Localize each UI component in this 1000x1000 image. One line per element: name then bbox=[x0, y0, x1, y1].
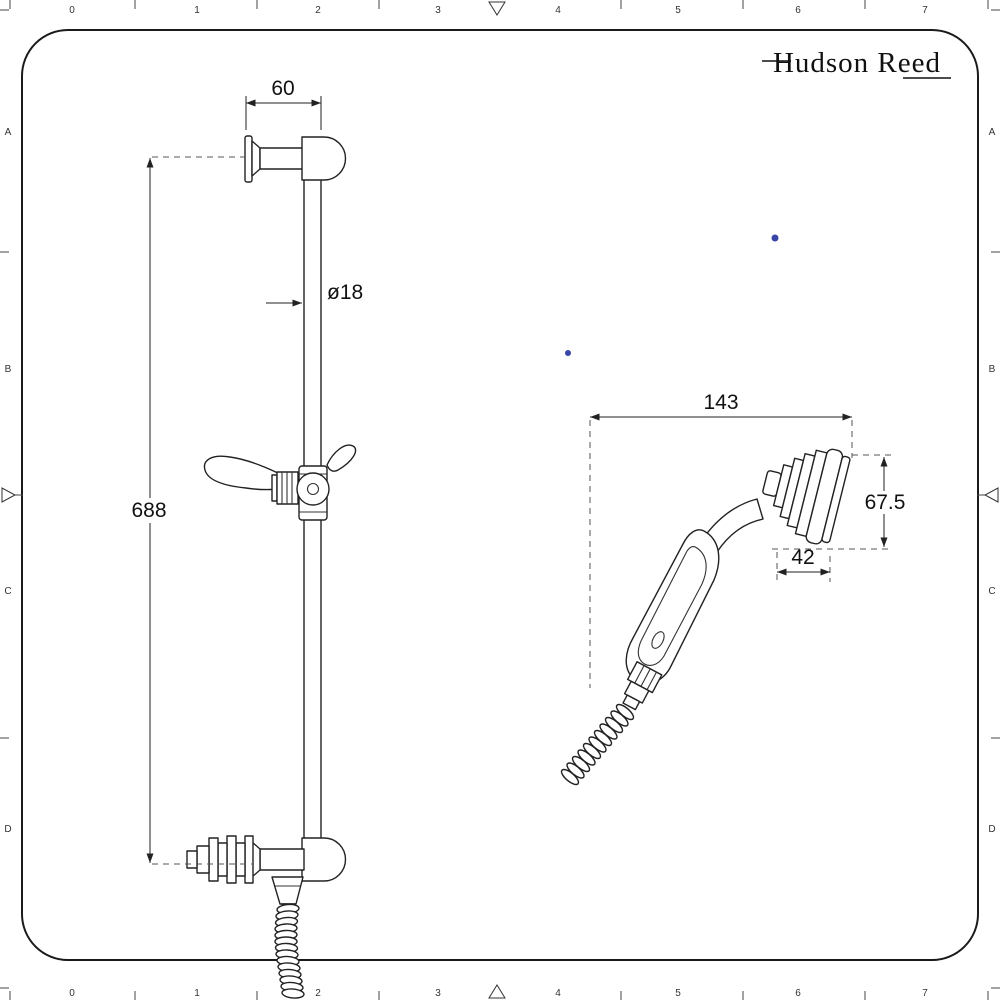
ruler-letter: C bbox=[4, 586, 11, 597]
ruler-number: 0 bbox=[69, 5, 75, 16]
dim-42-label: 42 bbox=[791, 546, 814, 569]
center-mark-bottom-icon bbox=[488, 984, 506, 999]
dim-18-label: ø18 bbox=[327, 281, 363, 304]
ruler-number: 2 bbox=[315, 988, 321, 999]
rail-top-bracket bbox=[244, 135, 347, 183]
dim-688-label: 688 bbox=[131, 499, 166, 522]
ruler-number: 7 bbox=[922, 5, 928, 16]
dim-143-label: 143 bbox=[703, 391, 738, 414]
rail-slider-clamp bbox=[203, 444, 357, 521]
dimension-rail-height: 688 bbox=[126, 156, 252, 865]
handset-handle bbox=[625, 529, 720, 685]
ruler-number: 4 bbox=[555, 5, 561, 16]
dimension-bar-diameter: ø18 bbox=[266, 281, 363, 307]
handset-head bbox=[762, 448, 851, 545]
dimension-head-height: 67.5 bbox=[772, 454, 910, 550]
ruler-letter: D bbox=[988, 824, 995, 835]
dim-60-label: 60 bbox=[271, 77, 294, 100]
ruler-letter: C bbox=[988, 586, 995, 597]
dim-67-5-label: 67.5 bbox=[865, 491, 906, 514]
ruler-number: 5 bbox=[675, 988, 681, 999]
dimension-bracket-width: 60 bbox=[245, 77, 322, 130]
ruler-number: 3 bbox=[435, 988, 441, 999]
ruler-number: 1 bbox=[194, 988, 200, 999]
dimension-head-depth: 42 bbox=[776, 546, 831, 582]
brand-name: Hudson Reed bbox=[773, 47, 941, 79]
ruler-letter: B bbox=[989, 364, 996, 375]
ruler-number: 6 bbox=[795, 988, 801, 999]
ruler-left: A B C D bbox=[0, 9, 23, 989]
reference-dot bbox=[771, 234, 779, 242]
ruler-number: 2 bbox=[315, 5, 321, 16]
ruler-number: 0 bbox=[69, 988, 75, 999]
ruler-number: 3 bbox=[435, 5, 441, 16]
ruler-letter: D bbox=[4, 824, 11, 835]
center-mark-left-icon bbox=[1, 487, 17, 503]
handset-connector bbox=[622, 661, 663, 711]
brand-logo: Hudson Reed bbox=[762, 47, 951, 79]
handset-hose bbox=[560, 703, 635, 786]
ruler-bottom: 0 1 2 3 4 5 6 7 bbox=[9, 984, 989, 1000]
center-mark-right-icon bbox=[983, 487, 999, 503]
rail-hose bbox=[274, 903, 305, 999]
ruler-number: 5 bbox=[675, 5, 681, 16]
ruler-number: 6 bbox=[795, 5, 801, 16]
ruler-letter: A bbox=[989, 127, 996, 138]
ruler-letter: A bbox=[5, 127, 12, 138]
center-mark-top-icon bbox=[488, 1, 506, 16]
ruler-right: A B C D bbox=[977, 9, 1000, 989]
rail-bottom-bracket bbox=[186, 835, 347, 912]
ruler-top: 0 1 2 3 4 5 6 7 bbox=[9, 0, 989, 16]
ruler-number: 4 bbox=[555, 988, 561, 999]
ruler-number: 1 bbox=[194, 5, 200, 16]
handset-neck bbox=[701, 498, 764, 553]
reference-dot bbox=[565, 350, 571, 356]
handset-drawing: 143 67.5 42 bbox=[560, 391, 910, 786]
ruler-number: 7 bbox=[922, 988, 928, 999]
dimension-handset-length: 143 bbox=[589, 391, 853, 688]
slide-rail-drawing: 60 ø18 688 bbox=[126, 77, 363, 999]
ruler-letter: B bbox=[5, 364, 12, 375]
